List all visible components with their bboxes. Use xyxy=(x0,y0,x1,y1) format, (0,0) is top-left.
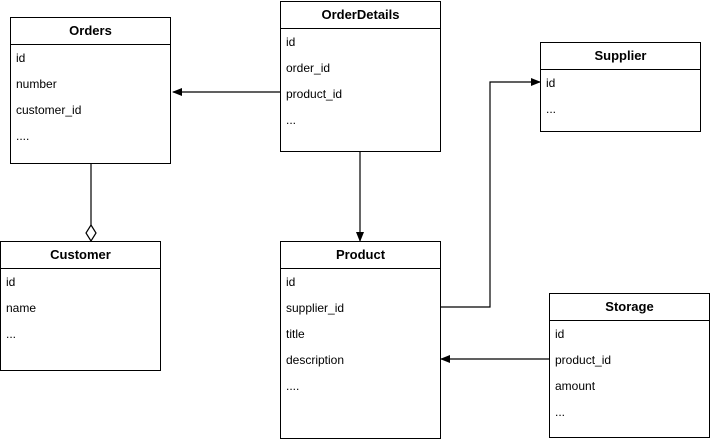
entity-field: product_id xyxy=(286,87,343,101)
entity-field: name xyxy=(6,301,37,315)
entity-field: id xyxy=(16,51,26,65)
entity-title: Product xyxy=(281,242,440,269)
entity-title: OrderDetails xyxy=(281,2,440,29)
entity-title: Supplier xyxy=(541,43,700,70)
entity-field: description xyxy=(286,353,345,367)
entity-field: ... xyxy=(555,405,566,419)
entity-title: Storage xyxy=(550,294,709,321)
entity-storage[interactable]: Storage id product_id amount ... xyxy=(549,293,710,438)
entity-orders[interactable]: Orders id number customer_id .... xyxy=(10,17,171,164)
entity-field: id xyxy=(546,76,556,90)
entity-customer[interactable]: Customer id name ... xyxy=(0,241,161,371)
entity-supplier[interactable]: Supplier id ... xyxy=(540,42,701,132)
entity-field: product_id xyxy=(555,353,612,367)
entity-title: Orders xyxy=(11,18,170,45)
entity-orderdetails[interactable]: OrderDetails id order_id product_id ... xyxy=(280,1,441,152)
aggregation-diamond-icon xyxy=(85,223,97,243)
entity-field: id xyxy=(6,275,16,289)
entity-field: amount xyxy=(555,379,596,393)
entity-field: supplier_id xyxy=(286,301,345,315)
entity-title: Customer xyxy=(1,242,160,269)
entity-field: title xyxy=(286,327,305,341)
entity-field: ... xyxy=(546,102,557,116)
entity-product[interactable]: Product id supplier_id title description… xyxy=(280,241,441,439)
entity-field: .... xyxy=(16,129,30,143)
entity-field: customer_id xyxy=(16,103,82,117)
entity-field: id xyxy=(286,35,296,49)
entity-field: id xyxy=(555,327,565,341)
entity-field: number xyxy=(16,77,57,91)
entity-field: .... xyxy=(286,379,300,393)
relation-product-supplier xyxy=(440,78,541,308)
entity-field: id xyxy=(286,275,296,289)
entity-field: ... xyxy=(6,327,17,341)
entity-field: ... xyxy=(286,113,297,127)
entity-field: order_id xyxy=(286,61,331,75)
